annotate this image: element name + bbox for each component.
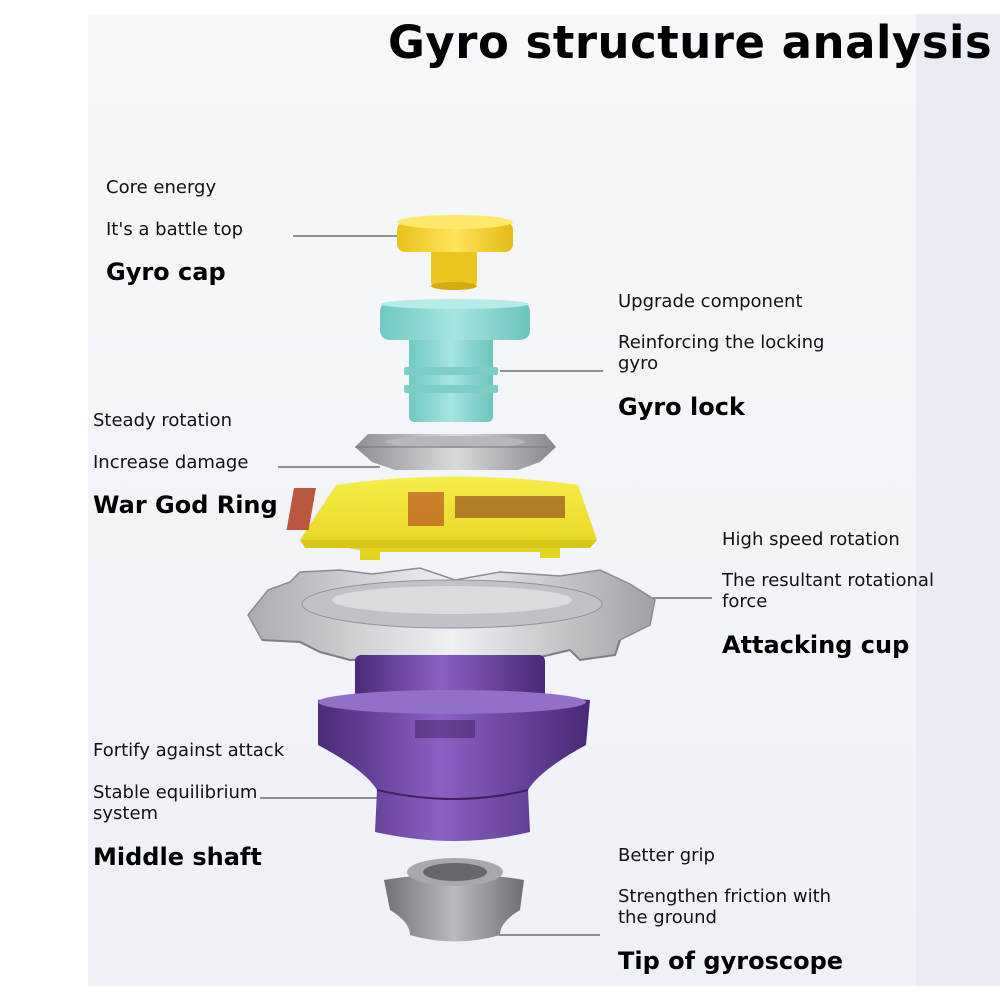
cap-line-2: It's a battle top [106,219,244,240]
attacking-cup-part [247,567,656,664]
diagram-title: Gyro structure analysis [388,16,993,69]
lock-name: Gyro lock [618,393,745,421]
cap-line-1: Core energy [106,177,217,198]
shaft-name: Middle shaft [93,843,262,871]
middle-shaft-part [318,655,590,841]
war-god-ring-part [286,434,597,560]
lock-line-1: Upgrade component [618,291,803,312]
background-strip [916,14,1000,986]
lock-line-2: Reinforcing the locking gyro [618,332,825,374]
cup-name: Attacking cup [722,631,910,659]
shaft-line-1: Fortify against attack [93,740,285,761]
cup-line-1: High speed rotation [722,529,900,550]
tip-name: Tip of gyroscope [618,947,844,975]
gyro-cap-part [397,215,513,290]
ring-name: War God Ring [93,491,278,519]
ring-line-2: Increase damage [93,452,249,473]
tip-line-2: Strengthen friction with the ground [618,886,832,928]
shaft-line-2: Stable equilibrium system [93,782,258,824]
ring-line-1: Steady rotation [93,410,232,431]
tip-part [384,858,524,942]
tip-line-1: Better grip [618,845,715,866]
cap-name: Gyro cap [106,258,226,286]
gyro-lock-part [380,299,530,422]
cup-line-2: The resultant rotational force [722,570,934,612]
